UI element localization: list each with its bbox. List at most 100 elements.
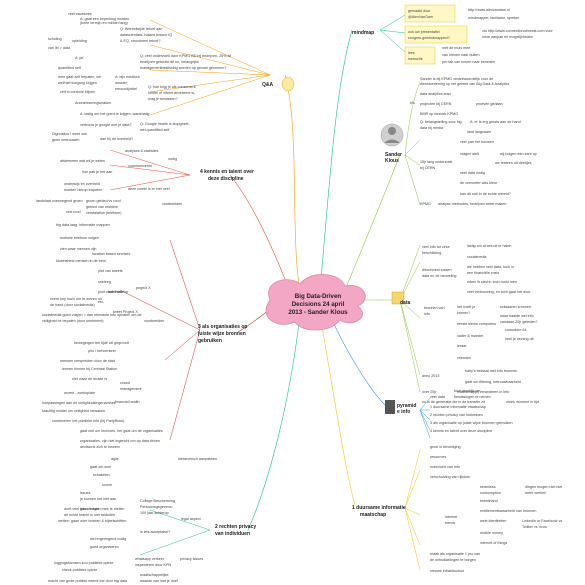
qa-item: Anonimiseringsmaken [75, 101, 111, 105]
rechten-item: inspecteren door KPN [135, 563, 171, 567]
dynamic-item: dingen mogen niet niet [525, 485, 562, 489]
mindmap-box-3 [404, 46, 436, 65]
data_items-item: kronen? [457, 311, 470, 315]
branch-data[interactable]: data [391, 291, 411, 306]
sander-texts: Sander is bij KPMG verantwoordelijk voor… [410, 77, 537, 206]
central-topic[interactable]: Big Data-Driven Decisions 24 april 2013 … [265, 274, 366, 331]
orgs-item: sneleeg [98, 280, 111, 284]
branch-pyramide[interactable]: pyramid e info [385, 400, 416, 415]
data_items-item: bronnen van [424, 306, 445, 310]
orgs-item: issues [80, 491, 91, 495]
data_items-item: gaat om filtering, betrouwbaarheid [465, 380, 521, 384]
connector-pyramide [329, 314, 386, 406]
branch-dynamic[interactable]: 1 duursame informatie maatschap [352, 505, 406, 518]
dynamic-item: resources [430, 455, 446, 459]
data_items-item: leraar [457, 344, 467, 348]
sander-item: proeven gedaan [476, 102, 503, 106]
qa-item: A: lastig om het goed te krijgen, wantma… [80, 112, 150, 116]
data_items-item: baby's bestaat met info bronnen [465, 369, 517, 373]
orgs-item: hierarchisch aanpakken [178, 457, 217, 461]
branch-sander[interactable]: Sander Klous [380, 123, 404, 164]
branch-label-kennis-1: 4 kennis en talent over [200, 169, 254, 175]
branch-kennis[interactable]: 4 kennis en talent over deze discipline [200, 169, 254, 182]
data_items-item: beschikking [422, 251, 441, 255]
orgs-item: de echte kracht is niet beduiten [64, 513, 115, 517]
sander-item: Q: belangstelling voor big [420, 120, 462, 124]
mindmap-box-2-line-2: congres gemindmapped? [408, 36, 450, 40]
mindmap-text: via http://www.connectionofminds.com voo… [482, 29, 553, 33]
branch-orgs[interactable]: 3 als organisaties op juiste wijze bronn… [197, 324, 247, 344]
sander-item: analyse methodes, bedrijven beter maken [438, 202, 506, 206]
qa-item: dan bij de overheid? [100, 137, 133, 141]
qa-item: Q: Wereldwijde tekort aan [120, 27, 162, 31]
branch-label-data: data [400, 300, 411, 306]
orgs-item: combineren het publieke info (bij PartyR… [52, 419, 124, 423]
orgs-item: schakelen [93, 473, 110, 477]
mindmap-box-1-line-1: gemaakt door [408, 9, 431, 13]
orgs-item: gaat om snel [90, 465, 111, 469]
orgs-item: punt naar Tweel [98, 290, 124, 294]
rechten-item: je kunnen het niet aan [79, 497, 116, 501]
pyramid-icon [385, 400, 395, 414]
data_items-item: vader & moeder [457, 334, 484, 338]
sander-item: land langzaam [467, 130, 491, 134]
kennis-item: nodig [168, 157, 177, 161]
data_items-item: sciwaaren kroonen [500, 305, 531, 309]
kennis-item: rest rood [66, 210, 81, 214]
rechten-item: 100 jaar achterop [140, 511, 169, 515]
dynamic-item: groei in beveiliging [430, 445, 461, 449]
qa-item: opleiding [72, 39, 87, 43]
avatar-body-icon [384, 139, 400, 143]
kennis-item: analyses & statistiek [125, 149, 159, 153]
qa-item: bedrijven gebruikt dit nu, belangrijke [140, 60, 199, 64]
orgs-item: crowd [120, 381, 130, 385]
data_items-item: heel je woning uit [505, 337, 534, 341]
qa-item: A: ja! [75, 56, 83, 60]
branch-label-pyramide-1: pyramid [397, 403, 416, 409]
mindmap-text: http://www.alexvandam.nl [468, 8, 510, 12]
orgs-item: wored - zoekoplate [64, 391, 95, 395]
data_items-item: een financiële crisis [467, 271, 499, 275]
dynamic-item: internet of things [480, 541, 507, 545]
sander-item: we testeen uit deeltjes [495, 161, 532, 165]
qa-item: wel quantified self [140, 128, 170, 132]
dynamic-item: trends [445, 521, 455, 525]
rechten-item: loggingsfocusen zou publieke opinie [54, 561, 113, 565]
orgs-item: veiligheid te bepalen (door sentiment) [42, 319, 104, 323]
orgs-item: twitterton op [108, 290, 128, 294]
data_items-item: maatschappij veranderen in info [457, 390, 509, 394]
branch-label-orgs-2: juiste wijze bronnen [197, 331, 246, 337]
branch-rechten[interactable]: 2 rechten privacy van individuen [215, 524, 256, 537]
mindmap-text: van binnen naar buiten [442, 53, 480, 57]
branch-label-rechten-2: van individuen [215, 531, 250, 537]
sander-item: kan dit ook in de echte wereld? [460, 192, 511, 196]
qa-item: zelf in controle blijven [60, 90, 95, 94]
data_items-item: vandaan 20jr geleden? [500, 320, 538, 324]
qa-item: dossier; [115, 81, 128, 85]
orgs-item: big data laag, informatie mappen [56, 223, 110, 227]
dynamic-item: internet [445, 515, 457, 519]
rechten-item: Persoonsgegevens: [140, 505, 173, 509]
data_items-item: lastig om al iets uit te halen [467, 244, 511, 248]
avatar-head-icon [388, 127, 396, 135]
mindmap-box-3-line-1: lees [408, 51, 415, 55]
orgs-item: mensen verspreiden door de stad [60, 359, 115, 363]
branch-qa[interactable]: Q&A [262, 76, 295, 92]
sander-item: data analytics lead [420, 92, 451, 96]
dynamic-item: LinkedIn or Facebook vs [522, 519, 562, 523]
mindmap-box-2 [404, 25, 468, 44]
mindmap-box-1 [404, 4, 456, 23]
data_items-item: data en de bedoeling [422, 274, 456, 278]
orgs-texts: big data laag, informatie mappenmobiele … [42, 223, 217, 517]
sander-item: wij buigen één kant op [500, 152, 537, 156]
data_items-item: comodore 64 [505, 328, 527, 332]
orgs-item: etc. [98, 300, 104, 304]
branch-label-rechten-1: 2 rechten privacy [215, 524, 256, 530]
rechten-item: goed organiseren [90, 545, 119, 549]
central-line-3: 2013 - Sander Klous [288, 309, 348, 316]
branch-mindmap[interactable]: mindmap gemaakt door @AlexVanDam http://… [352, 4, 553, 65]
qa-item: van lbl > data [48, 46, 71, 50]
orgs-item: klozetsheid mensen in de trein [56, 259, 106, 263]
qa-item: heldei of inform anonieme is, [148, 91, 195, 95]
